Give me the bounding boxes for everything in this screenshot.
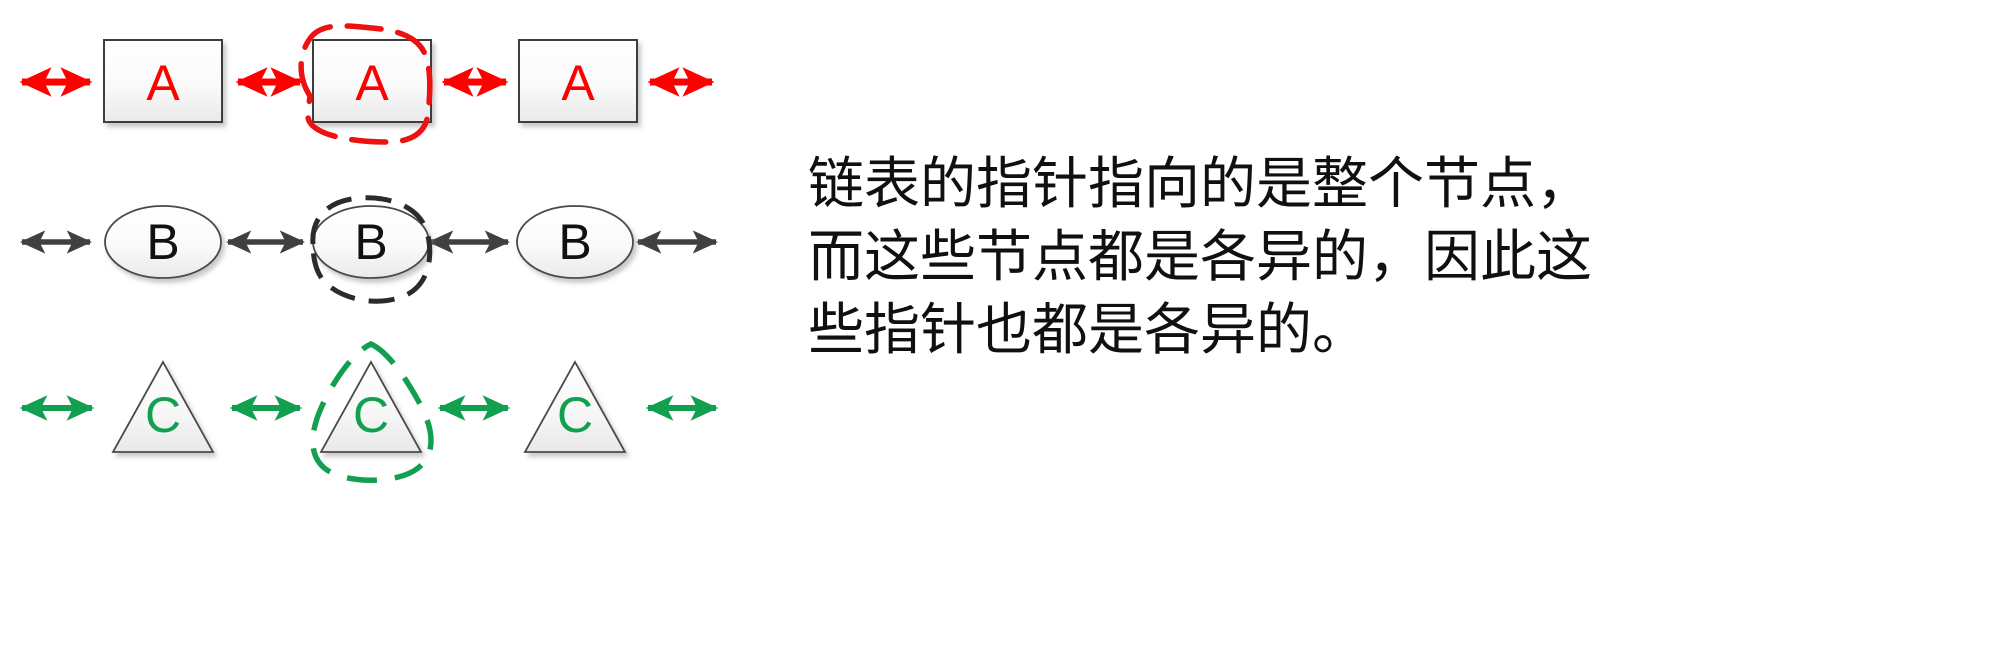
node-c-2-shape — [319, 360, 423, 453]
node-a-1-label: A — [146, 55, 180, 111]
annotation-text: 链表的指针指向的是整个节点， 而这些节点都是各异的，因此这 些指针也都是各异的。 — [808, 148, 1592, 367]
annotation-line-2: 而这些节点都是各异的，因此这 — [808, 225, 1592, 290]
node-a-2[interactable]: A — [312, 39, 432, 123]
node-c-2[interactable]: C — [319, 360, 423, 453]
node-a-3[interactable]: A — [518, 39, 638, 123]
node-c-3[interactable]: C — [523, 360, 627, 453]
node-b-2-label: B — [354, 214, 387, 270]
row-b-group: B B B — [19, 195, 719, 304]
row-a-group: A A A — [19, 23, 715, 145]
node-c-1-label: C — [145, 387, 181, 443]
node-c-3-shape — [523, 360, 627, 453]
highlight-outline-b — [310, 195, 433, 304]
annotation-line-1: 链表的指针指向的是整个节点， — [808, 152, 1592, 217]
node-b-2[interactable]: B — [312, 205, 430, 279]
highlight-outline-a — [298, 23, 433, 145]
node-b-1-label: B — [146, 214, 179, 270]
node-b-3-shape — [516, 205, 634, 279]
node-a-1-shape — [103, 39, 223, 123]
node-a-2-shape — [312, 39, 432, 123]
node-b-1[interactable]: B — [104, 205, 222, 279]
node-c-3-label: C — [557, 387, 593, 443]
node-a-1[interactable]: A — [103, 39, 223, 123]
node-a-3-shape — [518, 39, 638, 123]
node-b-3-label: B — [558, 214, 591, 270]
node-a-2-label: A — [355, 55, 389, 111]
annotation-line-3: 些指针也都是各异的。 — [808, 298, 1368, 363]
highlight-outline-c — [310, 340, 434, 483]
node-a-3-label: A — [561, 55, 595, 111]
node-c-1-shape — [111, 360, 215, 453]
node-c-1[interactable]: C — [111, 360, 215, 453]
node-b-1-shape — [104, 205, 222, 279]
node-c-2-label: C — [353, 387, 389, 443]
node-b-3[interactable]: B — [516, 205, 634, 279]
row-c-group: C C C — [19, 340, 719, 483]
